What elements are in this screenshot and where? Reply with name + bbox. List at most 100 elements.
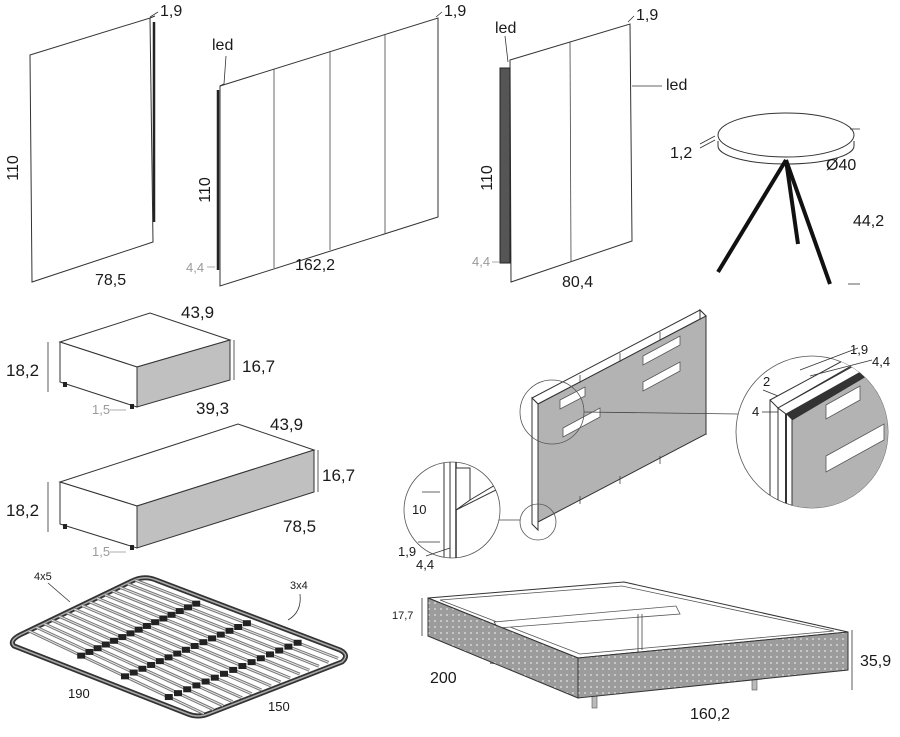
bed-width: 160,2 — [690, 706, 730, 723]
panel-single: 1,9 110 78,5 — [5, 3, 182, 289]
panel-single-height: 110 — [5, 155, 22, 181]
drawer-small-width: 39,3 — [196, 399, 229, 418]
drawer-small-foot: 1,5 — [92, 402, 110, 417]
drawer-small: 43,9 18,2 16,7 39,3 1,5 — [6, 303, 275, 418]
slat-holder — [183, 686, 192, 693]
slat-highlight — [43, 623, 224, 707]
slat-holder — [183, 604, 192, 611]
slat-holder — [167, 611, 176, 618]
panel-double-width: 80,4 — [562, 274, 593, 291]
panel-quad-width: 162,2 — [295, 257, 335, 274]
panel-quad-height: 110 — [197, 177, 214, 203]
drawer-large-foot: 1,5 — [92, 544, 110, 559]
bed-side: 17,7 — [392, 610, 413, 622]
drawer-small-height-left: 18,2 — [6, 361, 39, 380]
slat-holder — [121, 673, 129, 680]
slat-highlight — [127, 583, 329, 663]
slat-highlight — [74, 608, 262, 691]
slat-holder — [134, 626, 143, 633]
panel-quad-led: led — [212, 37, 233, 54]
side-table: 1,2 Ø40 44,2 — [670, 112, 884, 285]
headboard — [531, 308, 707, 532]
detail-top-c: 2 — [763, 374, 770, 389]
slat-holder — [192, 600, 201, 607]
slat-holder — [201, 678, 210, 685]
slat-base: 4x5 3x4 190 150 — [9, 571, 348, 719]
panel-double-height: 110 — [479, 165, 496, 191]
slat-highlight — [51, 619, 233, 703]
detail-bottom-a: 10 — [412, 502, 426, 517]
slat-holder — [101, 641, 110, 648]
drawer-large-width: 78,5 — [283, 517, 316, 536]
bed-frame: 17,7 200 160,2 35,9 — [392, 581, 891, 723]
slat-base-width: 150 — [268, 699, 290, 714]
slat-holder — [208, 635, 217, 642]
table-top-thickness: 1,2 — [670, 145, 692, 162]
slat-holder — [256, 655, 265, 662]
panel-double: led 1,9 led 110 4,4 80,4 — [472, 7, 687, 291]
panel-double-led-side: led — [666, 77, 687, 94]
slat-holder — [126, 630, 135, 637]
drawer-small-height-front: 16,7 — [242, 357, 275, 376]
detail-top-d: 4 — [752, 404, 759, 419]
drawer-large-height-front: 16,7 — [322, 466, 355, 485]
slat-holder — [266, 651, 274, 658]
slat-holder — [142, 622, 151, 629]
panel-double-depth: 4,4 — [472, 254, 490, 269]
slat-holder — [159, 615, 168, 622]
slat-highlight — [135, 579, 339, 659]
slat-holder — [190, 642, 199, 649]
slat-highlight — [112, 590, 310, 671]
detail-top-a: 1,9 — [850, 342, 868, 357]
slat-holder — [155, 658, 164, 665]
slat-highlight — [58, 615, 243, 699]
slat-holder — [151, 619, 160, 626]
slat-lines — [27, 578, 339, 715]
slat-holder — [247, 659, 256, 666]
bed-length: 200 — [430, 670, 457, 687]
panel-quad-depth: 4,4 — [186, 260, 204, 275]
slat-base-length: 190 — [68, 686, 90, 701]
slat-holder — [284, 643, 293, 650]
slat-holder — [234, 624, 243, 631]
slat-holder — [85, 648, 94, 655]
slat-highlight — [28, 630, 205, 715]
slat-holder — [225, 627, 234, 634]
slat-b: 3x4 — [290, 580, 308, 592]
slat-holder — [242, 620, 251, 627]
slat-highlight — [97, 597, 291, 679]
slat-holder — [93, 645, 102, 652]
headboard-detail-top: 1,9 4,4 2 4 — [519, 342, 890, 509]
slat-holder — [238, 663, 247, 670]
slat-holder — [173, 650, 182, 657]
slat-highlight — [36, 626, 214, 711]
slat-highlight — [119, 586, 320, 667]
slat-holder — [138, 665, 147, 672]
slat-holder — [229, 666, 238, 673]
panel-quad-thickness: 1,9 — [444, 3, 466, 20]
slat-holder — [210, 674, 219, 681]
slat-a: 4x5 — [34, 571, 52, 583]
slat-holder — [199, 639, 208, 646]
panel-quad: led 1,9 110 4,4 162,2 — [186, 3, 466, 287]
slat-holder — [77, 652, 86, 659]
slat-holder — [118, 634, 127, 641]
table-height: 44,2 — [853, 213, 884, 230]
slat-holder — [174, 690, 182, 697]
drawer-large-height-left: 18,2 — [6, 501, 39, 520]
slat-holder — [147, 661, 156, 668]
panel-single-thickness: 1,9 — [160, 3, 182, 20]
slat-holder — [216, 631, 225, 638]
panel-single-width: 78,5 — [95, 272, 126, 289]
slat-holder — [129, 669, 138, 676]
slat-holder — [110, 637, 119, 644]
slat-holder — [181, 646, 190, 653]
slat-highlight — [89, 601, 281, 683]
slat-holder — [220, 670, 228, 677]
slat-highlight — [81, 605, 272, 687]
slat-holder — [192, 682, 201, 689]
slat-highlight — [66, 612, 253, 695]
slat-highlight — [104, 594, 300, 675]
